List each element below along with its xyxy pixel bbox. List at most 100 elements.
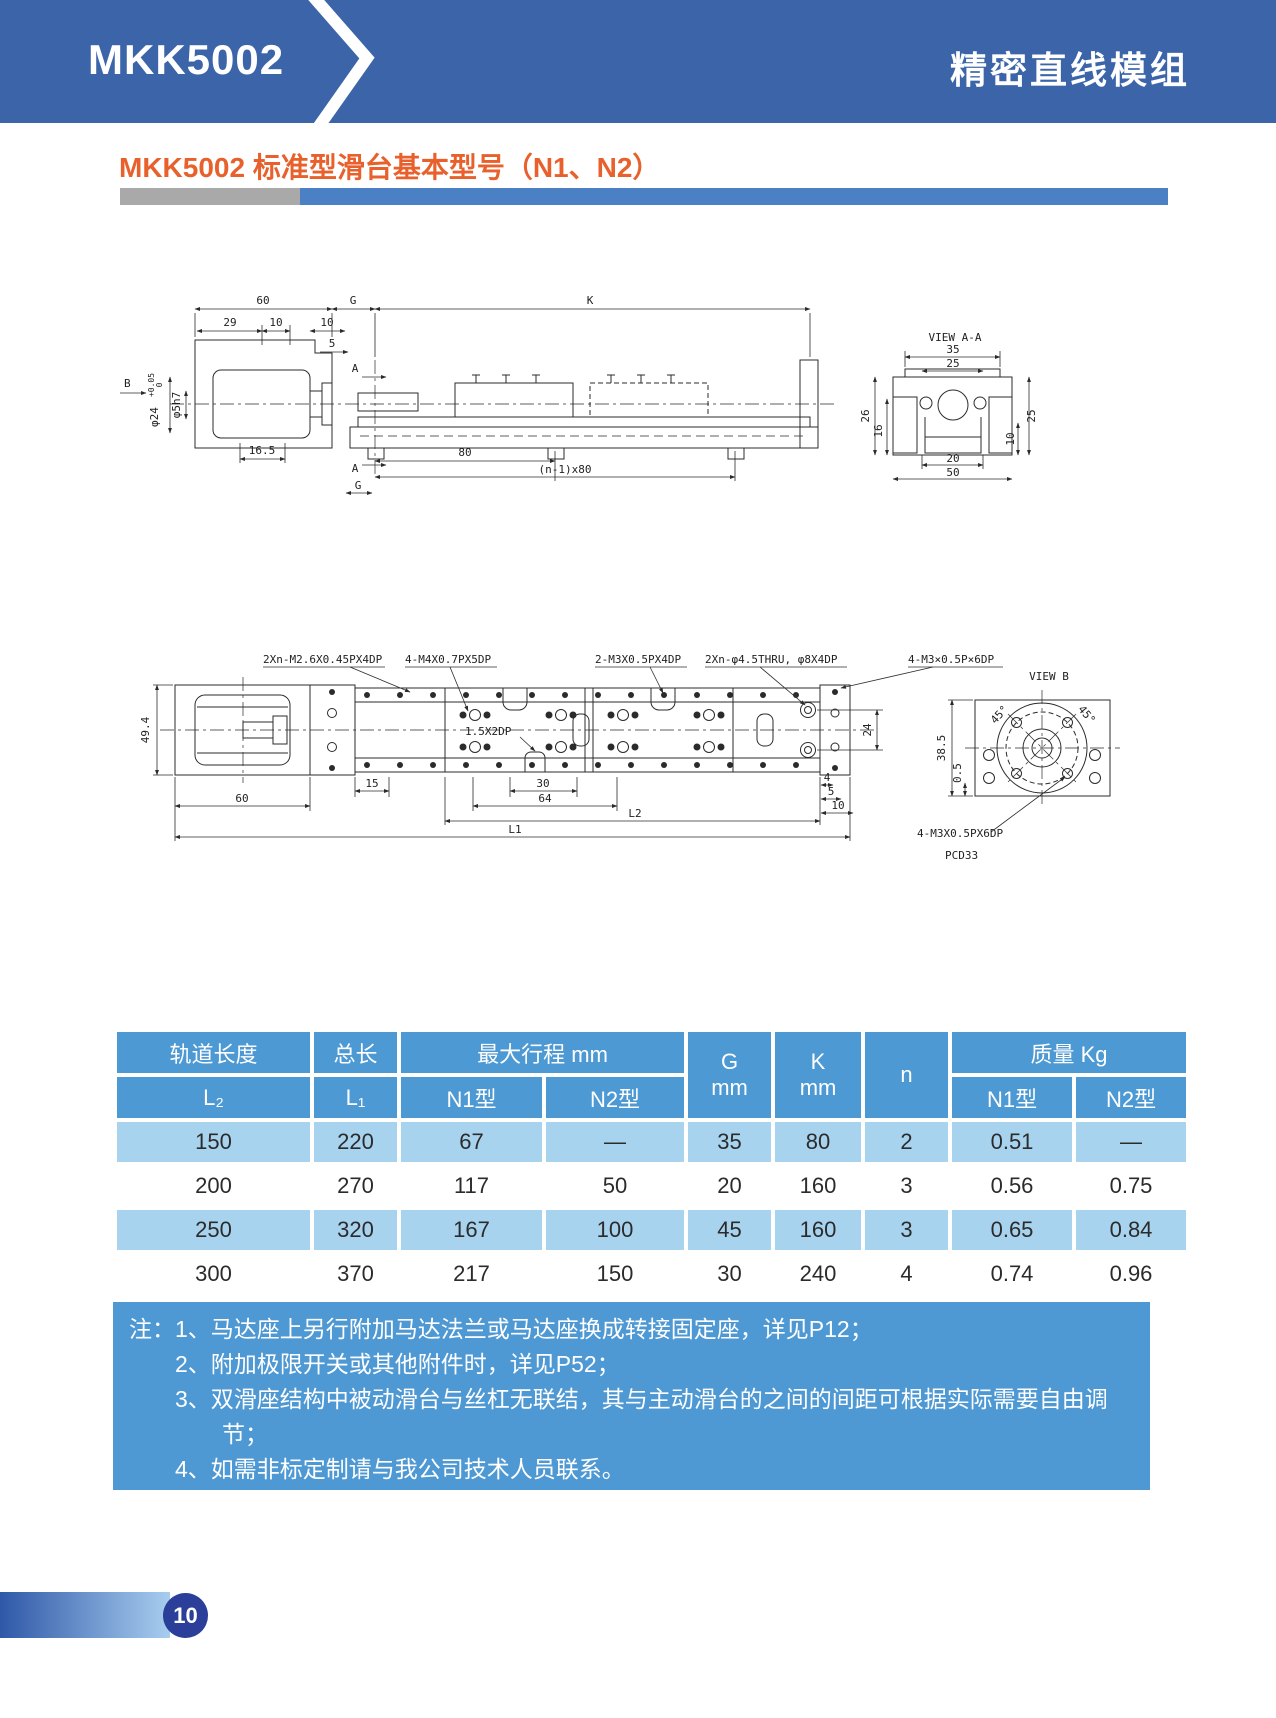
product-line-title: 精密直线模组: [950, 50, 1190, 91]
dim-label: 10: [1004, 432, 1017, 445]
table-cell: 220: [314, 1122, 397, 1162]
top-view-geometry: [160, 677, 875, 783]
dim-label: 5: [329, 337, 336, 350]
table-cell: 240: [775, 1254, 862, 1294]
table-cell: 80: [775, 1122, 862, 1162]
top-view-dimensions: 49.4 1.5X2DP 24 15 30 64 L2 60 L1: [139, 684, 883, 841]
callout-label: 4-M3×0.5P×6DP: [908, 653, 994, 666]
notes-box: 注： 1、马达座上另行附加马达法兰或马达座换成转接固定座，详见P12； 2、附加…: [113, 1302, 1150, 1490]
dim-label: L2: [628, 807, 641, 820]
view-b: VIEW B 45° 45° 38.5 0.5 4-M3X0.5PX6DP PC…: [917, 670, 1120, 862]
table-row: 300 370 217 150 30 240 4 0.74 0.96: [117, 1254, 1187, 1294]
table-cell: 270: [314, 1166, 397, 1206]
callout-label: 4-M4X0.7PX5DP: [405, 653, 491, 666]
table-cell: 0.96: [1076, 1254, 1187, 1294]
table-cell: 2: [865, 1122, 949, 1162]
dim-label: 16: [872, 424, 885, 437]
table-cell: 0.84: [1076, 1210, 1187, 1250]
table-cell: —: [1076, 1122, 1187, 1162]
dim-label: 25: [1025, 409, 1038, 422]
table-cell: 117: [401, 1166, 542, 1206]
col-k-label: K: [810, 1049, 826, 1074]
page-header: MKK5002 精密直线模组: [0, 0, 1276, 123]
dim-label: K: [587, 294, 594, 307]
table-cell: 300: [117, 1254, 310, 1294]
chevron-icon: [308, 0, 375, 123]
dim-label: 30: [536, 777, 549, 790]
col-n: n: [865, 1032, 949, 1118]
table-cell: —: [546, 1122, 685, 1162]
table-cell: 150: [117, 1122, 310, 1162]
note-item: 4、如需非标定制请与我公司技术人员联系。: [175, 1456, 625, 1482]
table-cell: 0.74: [952, 1254, 1073, 1294]
view-b-arrow-label: B: [124, 377, 131, 390]
table-cell: 3: [865, 1166, 949, 1206]
table-cell: 160: [775, 1166, 862, 1206]
dim-label: 49.4: [139, 716, 152, 743]
dim-label: φ5h7: [170, 392, 183, 419]
callout-label: 2-M3X0.5PX4DP: [595, 653, 681, 666]
table-cell: 250: [117, 1210, 310, 1250]
dim-label: 60: [235, 792, 248, 805]
table-cell: 50: [546, 1166, 685, 1206]
model-title: MKK5002: [88, 36, 285, 83]
col-g: G mm: [688, 1032, 772, 1118]
note-item: 2、附加极限开关或其他附件时，详见P52；: [175, 1351, 620, 1377]
angle-label: 45°: [1075, 703, 1098, 727]
col-g-unit: mm: [711, 1075, 748, 1100]
dim-label: 60: [256, 294, 269, 307]
dim-label: G: [355, 479, 362, 492]
note-line: 4、如需非标定制请与我公司技术人员联系。: [129, 1452, 1134, 1487]
table-cell: 370: [314, 1254, 397, 1294]
dim-label: 24: [861, 723, 874, 737]
page-number-badge: 10: [163, 1593, 208, 1638]
section-label: A: [352, 462, 359, 475]
dim-label: 80: [458, 446, 471, 459]
col-mass-n2: N2型: [1076, 1077, 1187, 1118]
table-cell: 100: [546, 1210, 685, 1250]
note-item: 1、马达座上另行附加马达法兰或马达座换成转接固定座，详见P12；: [175, 1316, 873, 1342]
table-cell: 45: [688, 1210, 772, 1250]
angle-label: 45°: [988, 703, 1011, 726]
rail-hole-row: [364, 692, 799, 768]
dim-label: 29: [223, 316, 236, 329]
table-cell: 0.51: [952, 1122, 1073, 1162]
table-cell: 150: [546, 1254, 685, 1294]
dim-label: 26: [859, 409, 872, 422]
note-line: 注： 1、马达座上另行附加马达法兰或马达座换成转接固定座，详见P12；: [129, 1312, 1134, 1347]
table-header-row: 轨道长度 总长 最大行程 mm G mm K mm n 质量 Kg: [117, 1032, 1187, 1118]
table-row: 150 220 67 — 35 80 2 0.51 —: [117, 1122, 1187, 1162]
dim-label: 25: [946, 357, 959, 370]
note-line: 3、双滑座结构中被动滑台与丝杠无联结，其与主动滑台的之间的间距可根据实际需要自由…: [129, 1382, 1134, 1452]
dim-label: 0.5: [951, 763, 964, 783]
dim-label: 4: [824, 771, 831, 784]
col-stroke-n2: N2型: [546, 1077, 685, 1118]
col-l1: L₁: [314, 1077, 397, 1118]
dim-label: φ24: [148, 407, 161, 427]
table-cell: 35: [688, 1122, 772, 1162]
callout-label: 2Xn-M2.6X0.45PX4DP: [263, 653, 383, 666]
table-cell: 0.75: [1076, 1166, 1187, 1206]
view-title: VIEW A-A: [929, 331, 982, 344]
dim-label: 50: [946, 466, 959, 479]
dim-label: G: [350, 294, 357, 307]
pcd-label: PCD33: [945, 849, 978, 862]
dim-label: 16.5: [249, 444, 276, 457]
view-aa: VIEW A-A 35 25 26 16 25 10 20 50: [859, 331, 1038, 481]
table-cell: 167: [401, 1210, 542, 1250]
col-g-label: G: [720, 1049, 739, 1074]
table-cell: 0.56: [952, 1166, 1073, 1206]
dim-label: L1: [508, 823, 521, 836]
dim-label: 5: [828, 785, 835, 798]
dim-label: 10: [269, 316, 282, 329]
top-view-callouts: 2Xn-M2.6X0.45PX4DP 4-M4X0.7PX5DP 2-M3X0.…: [263, 653, 1003, 712]
col-l2: L₂: [117, 1077, 310, 1118]
side-view-drawing: 60 G K 29 10 10 5 B φ24 +0.05 0 φ5h7 16.…: [110, 265, 1070, 505]
dim-label: +0.05: [147, 373, 156, 397]
table-cell: 20: [688, 1166, 772, 1206]
side-view-dimensions: 60 G K 29 10 10 5 B φ24 +0.05 0 φ5h7 16.…: [120, 294, 811, 495]
view-title: VIEW B: [1029, 670, 1069, 683]
spec-table: 轨道长度 总长 最大行程 mm G mm K mm n 质量 Kg L₂ L₁ …: [113, 1028, 1187, 1298]
top-view-drawing: 2Xn-M2.6X0.45PX4DP 4-M4X0.7PX5DP 2-M3X0.…: [105, 585, 1175, 885]
table-row: 200 270 117 50 20 160 3 0.56 0.75: [117, 1166, 1187, 1206]
